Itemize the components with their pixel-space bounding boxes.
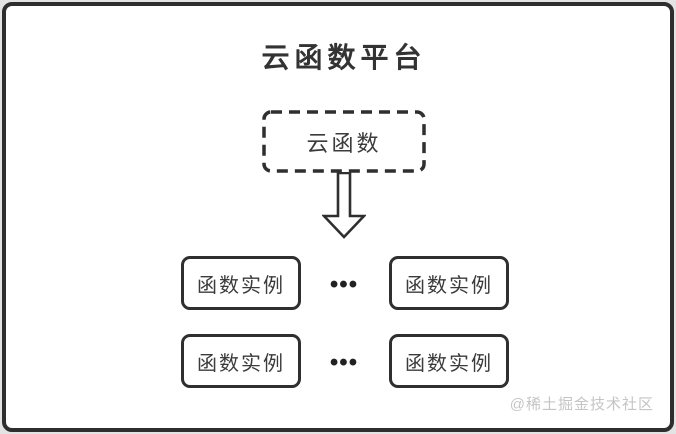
dashed-border — [262, 110, 426, 173]
function-instance-label: 函数实例 — [405, 352, 493, 375]
diagram-title: 云函数平台 — [261, 42, 427, 73]
watermark: @稀土掘金技术社区 — [509, 396, 654, 413]
function-instance-box: 函数实例 — [181, 334, 301, 388]
down-arrow-icon — [322, 172, 366, 239]
ellipsis: ••• — [329, 271, 359, 298]
function-instance-label: 函数实例 — [197, 352, 285, 375]
function-instance-box: 函数实例 — [389, 334, 509, 388]
cloud-function-label: 云函数 — [306, 130, 382, 156]
function-instance-label: 函数实例 — [197, 274, 285, 297]
function-instance-box: 函数实例 — [389, 256, 509, 310]
ellipsis: ••• — [329, 349, 359, 376]
function-instance-box: 函数实例 — [181, 256, 301, 310]
function-instance-label: 函数实例 — [405, 274, 493, 297]
cloud-function-box: 云函数 — [262, 110, 426, 173]
